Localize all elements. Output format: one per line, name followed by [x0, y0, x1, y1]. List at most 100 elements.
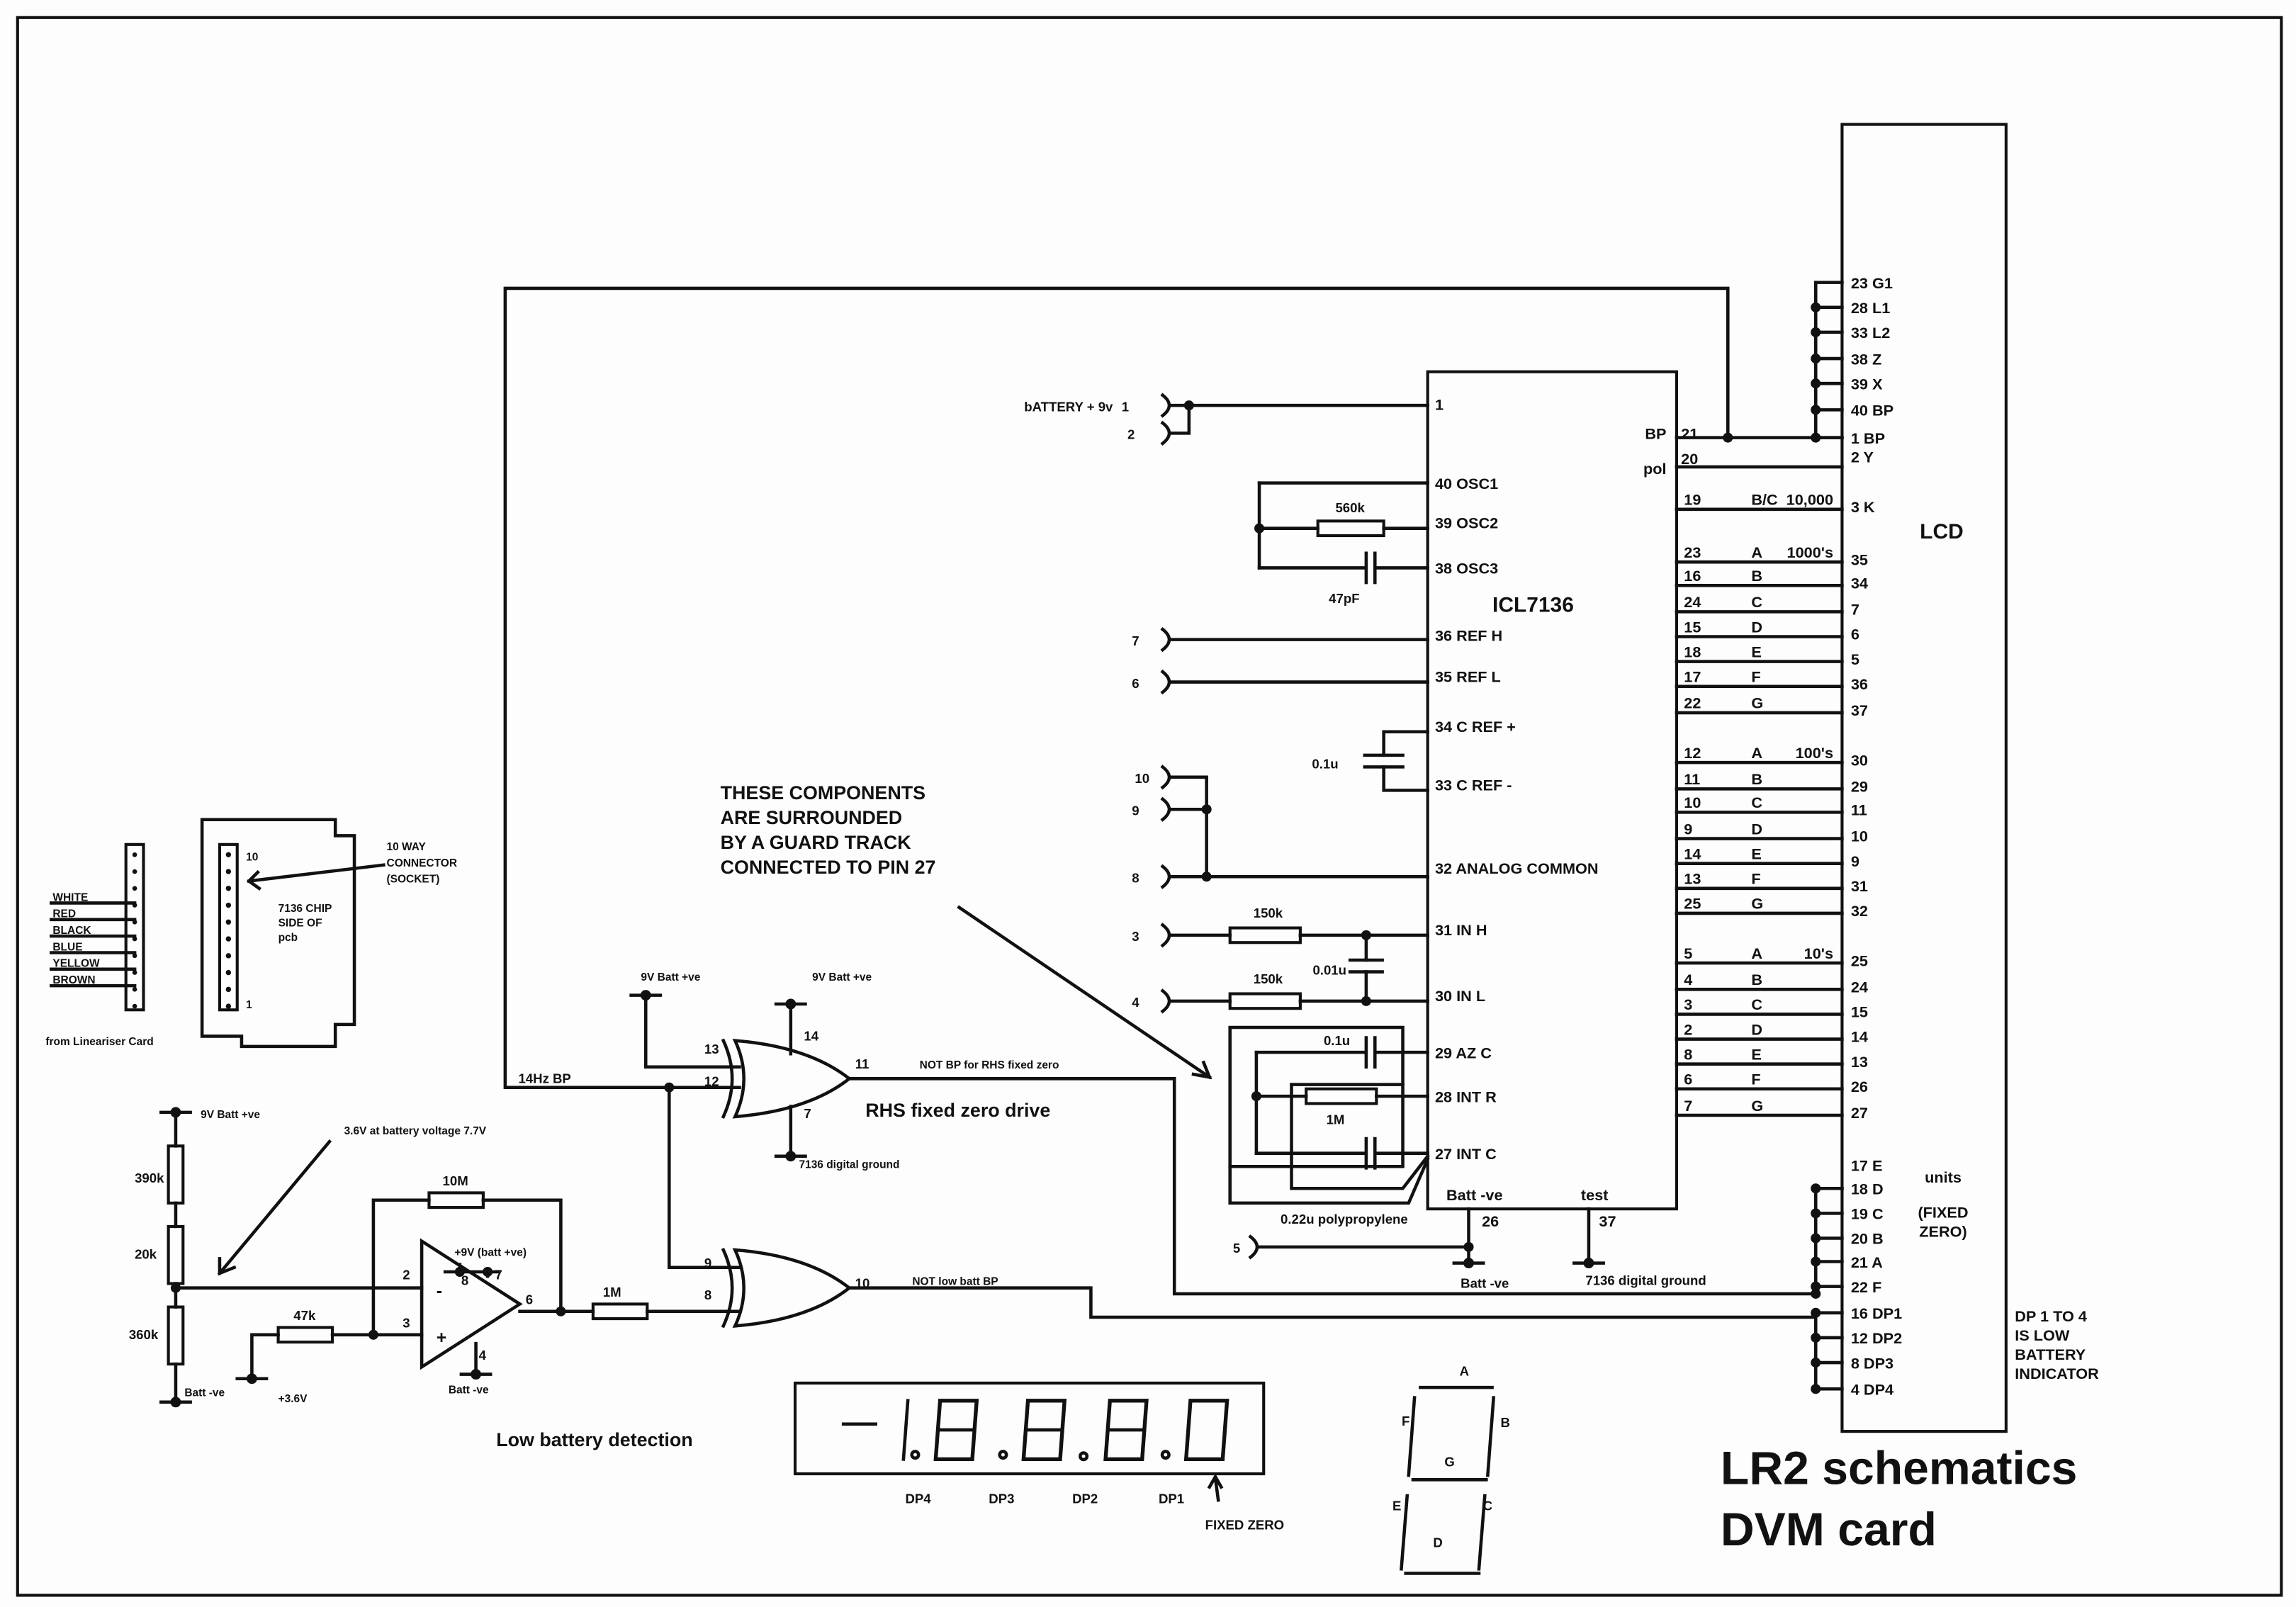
xor-ground-label: 7136 digital ground — [799, 1158, 899, 1171]
junction-dot — [1811, 1307, 1821, 1318]
segment-name: E — [1751, 845, 1761, 862]
dp-label: DP2 — [1072, 1491, 1098, 1506]
resistor-1m-out — [591, 1302, 649, 1321]
xor1-pin-gnd: 7 — [804, 1106, 811, 1121]
ic-pin-label: 27 INT C — [1435, 1145, 1497, 1163]
segment-name: A — [1751, 543, 1762, 561]
lcd-units-pin: 18 D — [1851, 1180, 1884, 1198]
chip-side-label: 7136 CHIP — [278, 903, 332, 915]
lcd-pin-label: 23 G1 — [1851, 274, 1893, 292]
xor1-output-label: NOT BP for RHS fixed zero — [920, 1059, 1059, 1071]
lcd-panel — [1840, 123, 2008, 1433]
dp-label: DP4 — [906, 1491, 932, 1506]
segment-lcd-pin: 15 — [1851, 1003, 1868, 1021]
digit-outline — [933, 1399, 979, 1462]
resistor-20k-label: 20k — [135, 1246, 157, 1261]
capacitor-001u-label: 0.01u — [1312, 963, 1346, 978]
opamp-pin-7: 7 — [495, 1267, 502, 1282]
seg-key-g: G — [1444, 1455, 1454, 1470]
segment-name: D — [1751, 820, 1762, 838]
segment-f — [1407, 1396, 1417, 1477]
segment-ic-pin: 7 — [1684, 1097, 1692, 1115]
lcd-dp-pin: 16 DP1 — [1851, 1304, 1902, 1322]
lcd-pin-label: 40 BP — [1851, 402, 1893, 419]
segment-lcd-pin: 25 — [1851, 952, 1868, 969]
segment-digit-group: 10's — [1804, 945, 1833, 962]
connector-pin-icon — [1160, 988, 1171, 1014]
segment-name: B/C — [1751, 491, 1778, 509]
resistor-360k-label: 360k — [129, 1327, 159, 1342]
fixed-zero-label: (FIXED — [1918, 1204, 1968, 1222]
junction-dot — [225, 986, 232, 993]
header-strip — [124, 842, 145, 1012]
divider-note: 3.6V at battery voltage 7.7V — [344, 1125, 487, 1137]
connector-pin-icon — [1160, 627, 1171, 653]
segment-lcd-pin: 7 — [1851, 601, 1859, 619]
wire-colour-label: RED — [52, 908, 76, 920]
low-battery-label: Low battery detection — [496, 1429, 692, 1450]
segment-ic-pin: 4 — [1684, 971, 1692, 988]
segment-name: D — [1751, 1020, 1762, 1038]
junction-dot — [225, 936, 232, 942]
opamp-supply-label: +9V (batt +ve) — [454, 1246, 527, 1258]
resistor-150k-inh — [1228, 926, 1302, 945]
segment-name: B — [1751, 770, 1762, 788]
xor-gate-lowbatt-input-arc — [721, 1247, 734, 1329]
bp-14hz-label: 14Hz BP — [518, 1071, 570, 1086]
resistor-10m-label: 10M — [443, 1173, 468, 1188]
socket-pin-10: 10 — [246, 852, 258, 864]
segment-name: B — [1751, 567, 1762, 585]
guard-note-arrow — [957, 905, 1212, 1080]
guard-track — [1228, 1025, 1405, 1168]
resistor-20k — [167, 1224, 185, 1285]
ic-pin-label: 29 AZ C — [1435, 1044, 1492, 1061]
segment-lcd-pin: 30 — [1851, 751, 1868, 769]
opamp-pin-4: 4 — [479, 1348, 487, 1363]
low-batt-wire — [848, 1286, 1818, 1319]
wire-colour-label: BLUE — [52, 941, 82, 953]
junction-dot — [1463, 1241, 1474, 1252]
segment-lcd-pin: 27 — [1851, 1104, 1868, 1122]
resistor-390k — [167, 1144, 185, 1205]
dp-label: DP3 — [989, 1491, 1014, 1506]
lcd-pin-label: 33 L2 — [1851, 324, 1890, 342]
segment-name: C — [1751, 593, 1762, 611]
decimal-point-icon — [1160, 1450, 1171, 1460]
segment-ic-pin: 8 — [1684, 1045, 1692, 1063]
segment-ic-pin: 23 — [1684, 543, 1701, 561]
junction-dot — [225, 852, 232, 858]
xor-gate-rhs — [732, 1039, 852, 1119]
junction-dot — [132, 936, 137, 942]
segment-ic-pin: 22 — [1684, 694, 1701, 712]
guard-inner — [1290, 1083, 1430, 1190]
junction-dot — [225, 919, 232, 925]
wire — [481, 1198, 563, 1314]
ic-bp-label: BP — [1645, 425, 1666, 443]
wire — [643, 993, 741, 1069]
wire — [668, 1086, 741, 1270]
segment-lcd-pin: 14 — [1851, 1028, 1868, 1046]
wire-colour-label: BLACK — [52, 925, 91, 937]
junction-dot — [454, 1266, 465, 1278]
segment-lcd-pin: 9 — [1851, 852, 1859, 870]
opamp-gnd-label: Batt -ve — [449, 1384, 489, 1396]
arrow-head-icon — [246, 869, 261, 891]
junction-dot — [1583, 1258, 1594, 1269]
junction-dot — [1811, 432, 1821, 443]
segment-name: F — [1751, 668, 1760, 686]
seg-key-d: D — [1433, 1535, 1442, 1550]
resistor-150k-inl — [1228, 992, 1302, 1010]
junction-dot — [132, 852, 137, 857]
resistor-150k-inh-label: 150k — [1254, 906, 1283, 920]
segment-lcd-pin: 13 — [1851, 1053, 1868, 1071]
segment-ic-pin: 18 — [1684, 643, 1701, 660]
decimal-point-icon — [998, 1450, 1008, 1460]
segment-ic-pin: 5 — [1684, 945, 1692, 962]
segment-name: C — [1751, 794, 1762, 811]
resistor-360k — [167, 1305, 185, 1366]
segment-ic-pin: 17 — [1684, 668, 1701, 686]
lcd-pin-label: 1 BP — [1851, 429, 1885, 447]
segment-lcd-pin: 35 — [1851, 551, 1868, 568]
socket-strip — [218, 842, 239, 1012]
xor2-pin-a: 9 — [704, 1256, 711, 1270]
